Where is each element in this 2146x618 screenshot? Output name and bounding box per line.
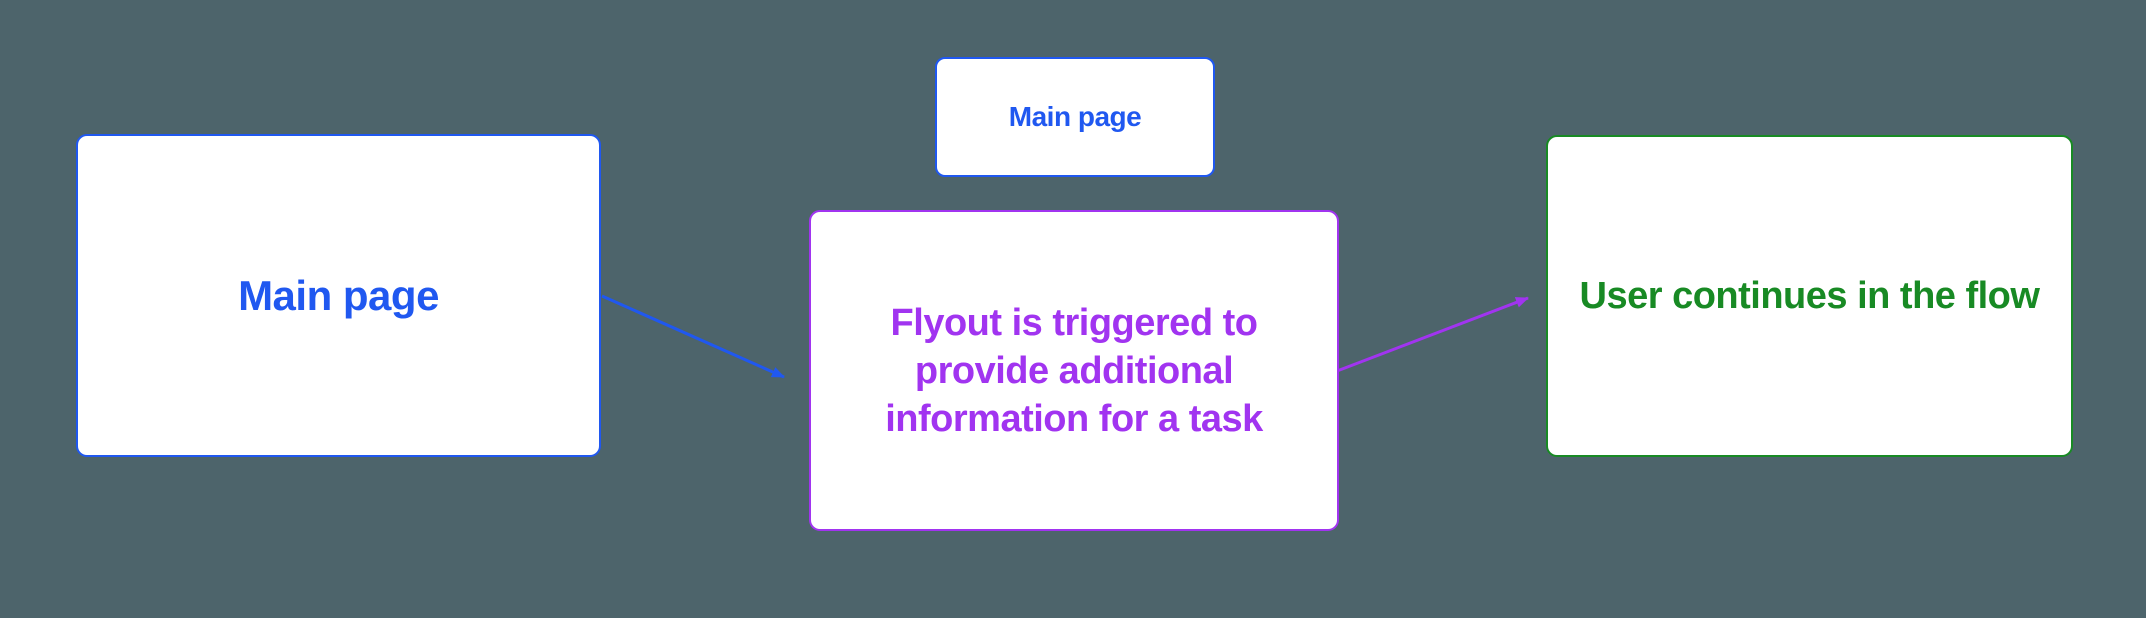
user-continues-node[interactable]: User continues in the flow bbox=[1546, 135, 2073, 457]
main-page-small-node[interactable]: Main page bbox=[935, 57, 1215, 177]
flyout-label-line3: information for a task bbox=[885, 397, 1263, 440]
main-page-label: Main page bbox=[238, 271, 439, 319]
connector-main-to-flyout bbox=[601, 294, 785, 379]
main-page-node[interactable]: Main page bbox=[76, 134, 601, 457]
user-continues-label: User continues in the flow bbox=[1579, 274, 2040, 317]
connector-flyout-to-continue bbox=[1336, 296, 1529, 373]
flyout-label-line1: Flyout is triggered to bbox=[890, 301, 1258, 344]
flyout-label: Flyout is triggered to provide additiona… bbox=[885, 299, 1263, 443]
flyout-node[interactable]: Flyout is triggered to provide additiona… bbox=[809, 210, 1339, 531]
flyout-label-line2: provide additional bbox=[914, 349, 1234, 392]
main-page-small-label: Main page bbox=[1008, 101, 1142, 132]
